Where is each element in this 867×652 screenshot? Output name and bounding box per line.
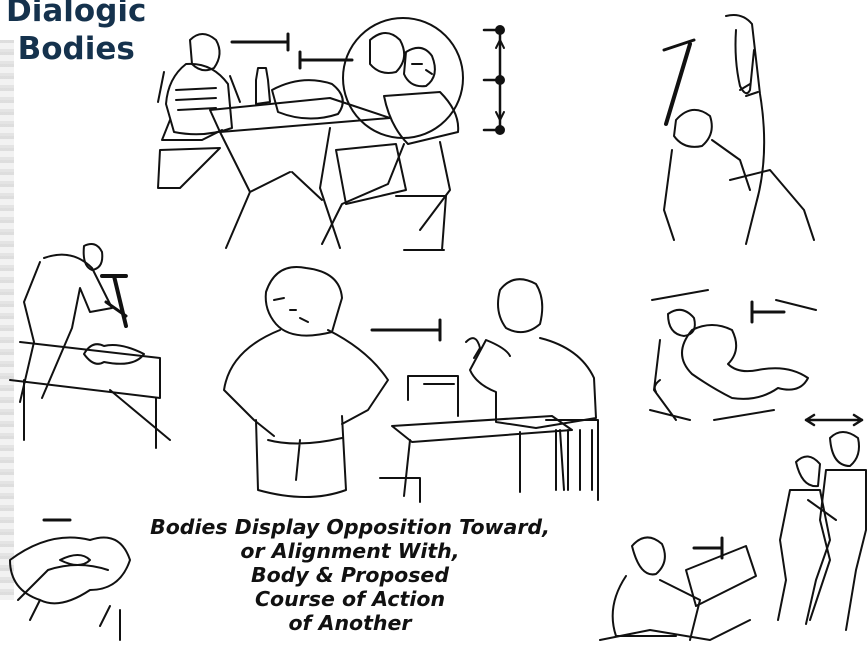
caption-line-5: of Another xyxy=(100,611,600,635)
caption-line-3: Body & Proposed xyxy=(100,563,600,587)
caption-line-1: Bodies Display Opposition Toward, xyxy=(100,515,600,539)
caption-line-4: Course of Action xyxy=(100,587,600,611)
caption-line-2: or Alignment With, xyxy=(100,539,600,563)
illustration-adult-with-child xyxy=(778,415,866,630)
illustration-table-scene xyxy=(158,18,504,250)
illustration-climber xyxy=(664,15,814,244)
illustration-reading-child xyxy=(600,537,756,640)
illustration-couple-hugging xyxy=(650,290,816,420)
illustration-man-at-desk xyxy=(380,279,598,502)
figure-caption: Bodies Display Opposition Toward, or Ali… xyxy=(100,515,600,635)
illustration-baby-changing xyxy=(10,244,170,448)
